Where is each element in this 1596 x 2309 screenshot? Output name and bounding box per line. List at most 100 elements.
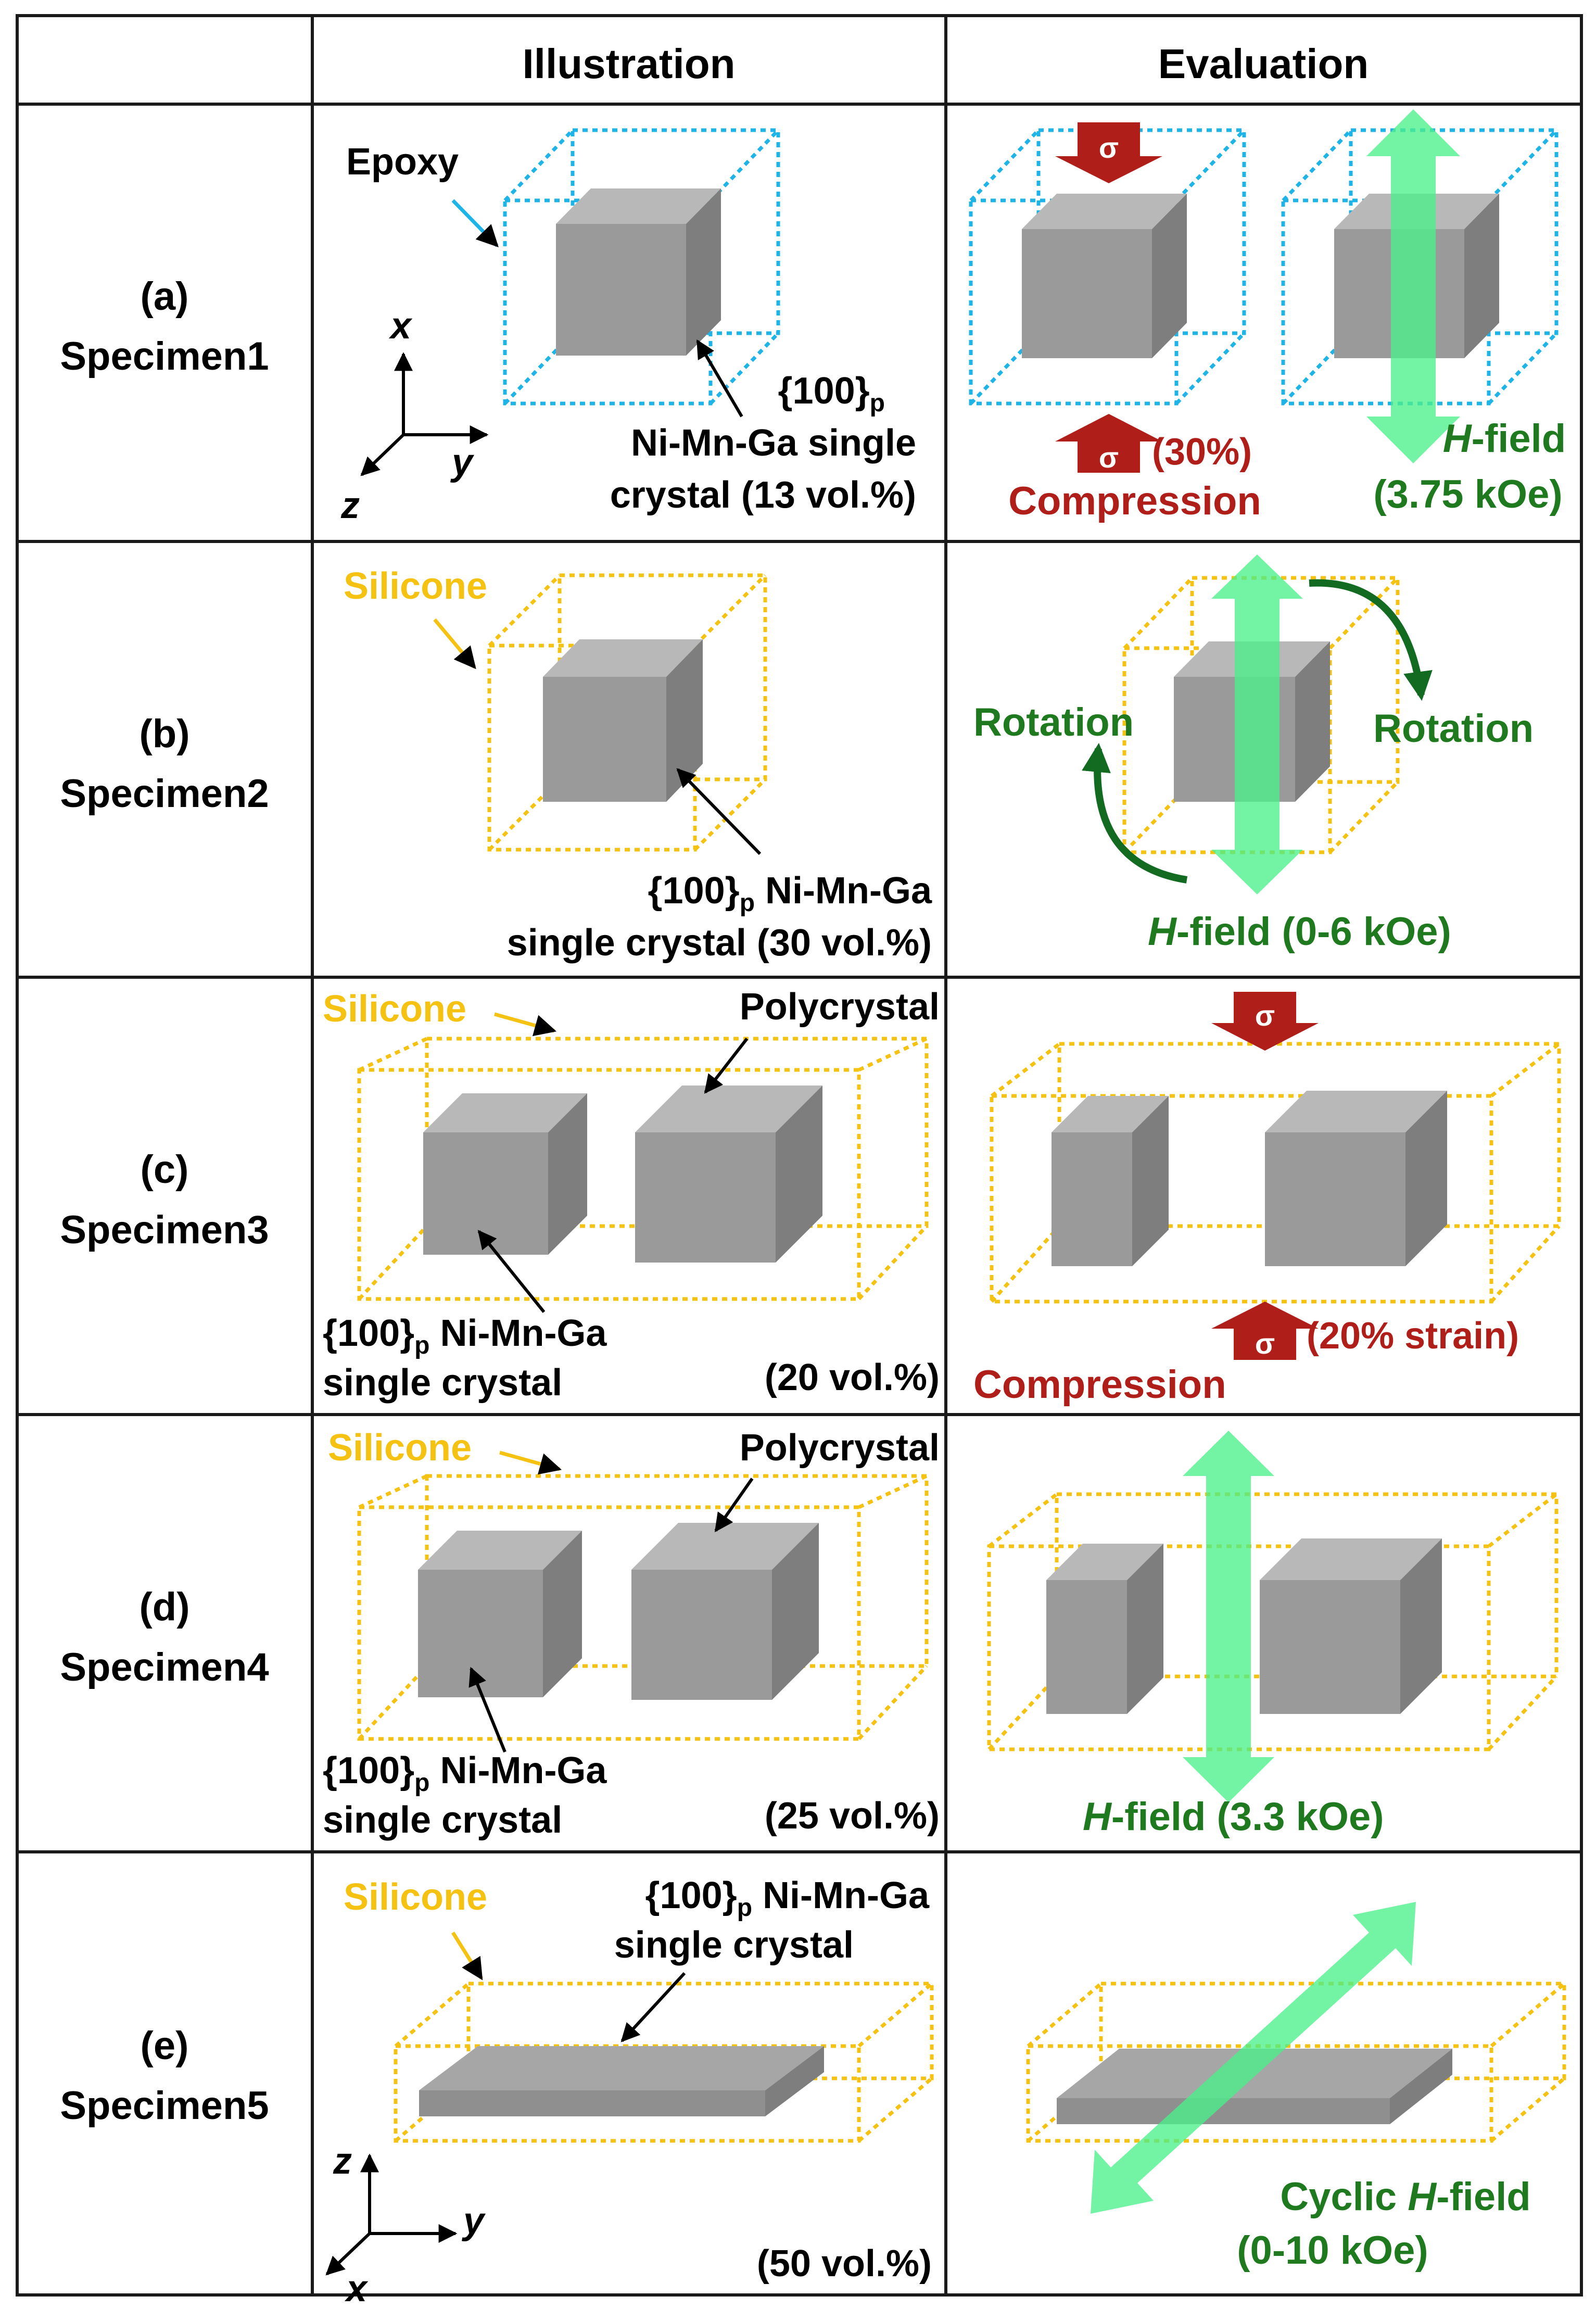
row-e-evaluation: Cyclic H-field (0-10 kOe) [1026,1902,1566,2273]
strain-label-a: (30%) [1152,431,1252,473]
vol-label-c: (20 vol.%) [765,1357,940,1398]
vol-label-d: (25 vol.%) [765,1795,940,1837]
row-d-letter: (d) [139,1585,189,1629]
crystal-pointer-arrow-d [468,1667,506,1753]
row-d-evaluation: H-field (3.3 kOe) [987,1431,1559,1839]
row-a-letter: (a) [141,274,189,319]
strain-label-c: (20% strain) [1307,1315,1519,1357]
polycrystal-arrow-d [714,1478,754,1532]
single-crystal-cube-c-eval [1052,1096,1169,1266]
svg-text:Cyclic H-field: Cyclic H-field [1280,2175,1530,2219]
silicone-box-c [357,1037,929,1301]
svg-text:{100}p Ni-Mn-Ga: {100}p Ni-Mn-Ga [648,870,932,917]
svg-text:{100}p: {100}p [778,370,885,417]
magnetic-field-arrow-e [1091,1902,1416,2214]
axis-y-label: y [450,441,475,483]
polycrystal-cube-d [631,1523,819,1700]
rotation-label-right: Rotation [1373,706,1534,751]
bottom-sigma-arrow: σ [1055,414,1162,474]
axis-z-label-e: z [333,2140,352,2182]
single-crystal-cube [556,188,721,356]
rotation-arrow-left [1082,742,1188,884]
epoxy-arrow [451,199,499,248]
table-header: Illustration Evaluation [523,41,1369,87]
row-e-illustration: Silicone {100}p Ni-Mn-Ga single crystal … [325,1875,934,2309]
svg-text:(0-10 kOe): (0-10 kOe) [1237,2228,1428,2273]
coordinate-axes [360,352,489,476]
header-evaluation: Evaluation [1158,41,1369,87]
compression-label-c: Compression [973,1362,1226,1407]
single-crystal-cube-d [418,1531,582,1697]
row-d-name: Specimen4 [60,1645,269,1689]
row-c-letter: (c) [141,1147,189,1192]
polycrystal-cube-c-eval [1265,1091,1447,1266]
field-label-d: H-field (3.3 kOe) [1083,1795,1384,1839]
field-label-b: H-field (0-6 kOe) [1148,910,1451,954]
field-label-a: H-field (3.75 kOe) [1373,417,1566,516]
svg-text:H-field: H-field [1443,417,1566,461]
silicone-label-b: Silicone [344,565,487,607]
coordinate-axes-e [325,2153,458,2276]
compression-label-a: Compression [1008,479,1261,523]
crystal-label: {100}p Ni-Mn-Ga single crystal (13 vol.%… [610,370,916,516]
vol-label-e: (50 vol.%) [757,2243,932,2285]
crystal-label-c: {100}p Ni-Mn-Ga single crystal [323,1313,607,1404]
magnetic-field-arrow-b [1211,554,1303,894]
polycrystal-cube-d-eval [1260,1538,1442,1714]
row-d-illustration: Silicone Polycrystal {100}p Ni-Mn-Ga sin… [323,1427,940,1841]
row-b-name: Specimen2 [60,772,269,816]
svg-text:{100}p Ni-Mn-Ga: {100}p Ni-Mn-Ga [323,1313,607,1359]
axis-x-label: x [388,305,413,347]
bottom-sigma-arrow-c: σ [1211,1302,1319,1360]
axis-z-label: z [340,485,360,526]
crystal-pointer-arrow-e [620,1972,686,2042]
row-b-letter: (b) [139,712,189,756]
single-crystal-cube-c [423,1093,587,1255]
crystal-pointer-arrow-c [477,1230,546,1313]
top-sigma-arrow-c: σ [1211,992,1319,1051]
svg-text:σ: σ [1099,131,1119,164]
single-crystal-plate-e [419,2046,824,2116]
svg-text:single crystal: single crystal [323,1362,562,1404]
crystal-label-e: {100}p Ni-Mn-Ga single crystal [614,1875,930,1966]
svg-text:single crystal: single crystal [323,1799,562,1841]
magnetic-field-arrow-d [1183,1431,1274,1802]
silicone-label-e: Silicone [344,1876,487,1918]
silicone-arrow-e [451,1932,483,1980]
svg-text:Ni-Mn-Ga single: Ni-Mn-Ga single [631,422,916,464]
row-a-evaluation: σ σ (30%) Compression H-field (3.75 kOe) [969,109,1566,523]
row-b-evaluation: Rotation Rotation H-field (0-6 kOe) [973,554,1534,954]
polycrystal-arrow-c [704,1038,749,1094]
silicone-arrow-d [499,1450,562,1475]
field-label-e: Cyclic H-field (0-10 kOe) [1237,2175,1530,2273]
svg-text:{100}p Ni-Mn-Ga: {100}p Ni-Mn-Ga [323,1750,607,1797]
crystal-pointer-arrow [696,339,743,418]
svg-text:σ: σ [1255,999,1275,1032]
svg-text:single crystal: single crystal [614,1924,854,1966]
row-c-evaluation: σ σ (20% strain) Compression [973,992,1561,1407]
silicone-arrow-b [433,618,476,670]
row-c-name: Specimen3 [60,1208,269,1252]
svg-text:{100}p Ni-Mn-Ga: {100}p Ni-Mn-Ga [645,1875,930,1922]
single-crystal-cube-b [543,639,703,802]
polycrystal-cube-c [635,1086,822,1263]
svg-text:single crystal (30 vol.%): single crystal (30 vol.%) [507,922,932,964]
axis-x-label-e: x [344,2268,369,2309]
silicone-label-d: Silicone [328,1427,472,1469]
row-e-name: Specimen5 [60,2084,269,2128]
silicone-arrow-c [494,1012,557,1037]
row-a-illustration: Epoxy {100}p Ni-Mn-Ga single crystal (13… [340,128,916,526]
row-e-letter: (e) [141,2024,189,2068]
epoxy-label: Epoxy [346,141,459,183]
crystal-pointer-arrow-b [676,768,762,855]
compression-cube [1022,194,1187,358]
magnetic-field-arrow-a [1366,109,1460,463]
row-b-illustration: Silicone {100}p Ni-Mn-Ga single crystal … [344,565,932,964]
row-labels: (a) Specimen1 (b) Specimen2 (c) Specimen… [60,274,269,2128]
crystal-label-b: {100}p Ni-Mn-Ga single crystal (30 vol.%… [507,870,932,964]
top-sigma-arrow: σ [1055,122,1162,183]
rotation-arrow-right [1309,579,1433,701]
header-illustration: Illustration [523,41,736,87]
svg-text:σ: σ [1255,1327,1275,1360]
